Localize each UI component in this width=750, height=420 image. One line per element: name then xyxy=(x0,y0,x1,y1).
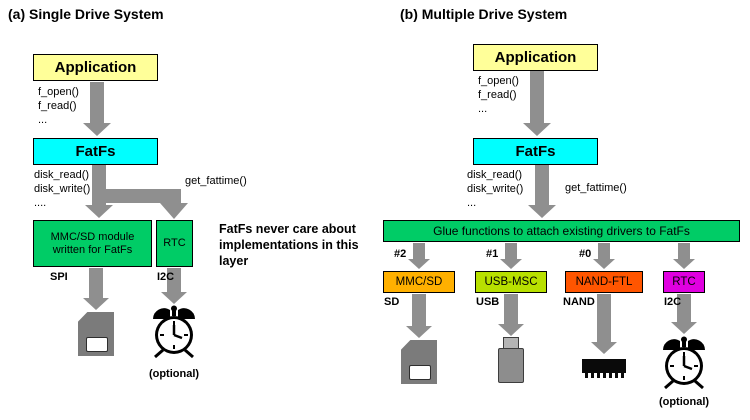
sd-card-label-area xyxy=(86,337,108,352)
application-box-left: Application xyxy=(33,54,158,81)
driver-box-rtc: RTC xyxy=(663,271,705,293)
fatfs-box-left: FatFs xyxy=(33,138,158,165)
arrow-app-to-fatfs-right xyxy=(523,71,551,136)
disk-calls-right: disk_read() disk_write() ... xyxy=(467,168,523,210)
spi-label: SPI xyxy=(50,271,68,283)
arrow-app-to-fatfs-left xyxy=(83,82,111,136)
section-title-multiple-drive: (b) Multiple Drive System xyxy=(400,6,568,22)
arrow-glue-to-nandftl xyxy=(593,243,615,269)
call-f-read: f_read() xyxy=(478,89,517,101)
arrow-nandftl-to-chip xyxy=(591,294,617,354)
bus-label-sd: SD xyxy=(384,296,400,308)
call-disk-write: disk_write() xyxy=(34,183,91,195)
optional-label-right: (optional) xyxy=(658,396,710,408)
arrow-branch-horizontal xyxy=(97,189,181,203)
section-title-single-drive: (a) Single Drive System xyxy=(8,6,164,22)
arrow-fatfs-to-glue xyxy=(528,165,556,218)
app-calls-right: f_open() f_read() ... xyxy=(478,74,519,116)
arrow-mmcsd-to-sdcard xyxy=(406,294,432,338)
usb-body xyxy=(498,348,524,383)
fatfs-box-right: FatFs xyxy=(473,138,598,165)
call-ellipsis: ... xyxy=(38,114,48,126)
usb-stick-icon xyxy=(497,337,525,385)
arrow-branch-head-to-rtc xyxy=(160,203,188,219)
mmc-module-box: MMC/SD module written for FatFs xyxy=(33,220,152,267)
glue-functions-box: Glue functions to attach existing driver… xyxy=(383,220,740,242)
nand-chip-icon xyxy=(582,359,626,378)
arrow-glue-to-rtc xyxy=(673,243,695,269)
arrow-mmc-module-to-sdcard xyxy=(83,268,109,310)
call-ellipsis: ... xyxy=(467,197,477,209)
driver-box-usbmsc: USB-MSC xyxy=(475,271,547,293)
rtc-box-left: RTC xyxy=(156,220,193,267)
sd-card-label-area xyxy=(409,365,431,380)
drive-number-1: #1 xyxy=(486,248,499,260)
drive-number-0: #0 xyxy=(579,248,592,260)
arrow-rtc-to-clock-left xyxy=(161,268,187,304)
alarm-clock-icon xyxy=(153,305,195,359)
call-f-read: f_read() xyxy=(38,100,77,112)
bus-label-i2c: I2C xyxy=(664,296,682,308)
sd-card-icon xyxy=(78,312,114,356)
driver-box-mmcsd: MMC/SD xyxy=(383,271,455,293)
get-fattime-label-left: get_fattime() xyxy=(185,175,247,187)
bus-label-nand: NAND xyxy=(563,296,595,308)
app-calls-left: f_open() f_read() ... xyxy=(38,85,79,127)
call-ellipsis: .... xyxy=(34,197,47,209)
application-box-right: Application xyxy=(473,44,598,71)
disk-calls-left: disk_read() disk_write() .... xyxy=(34,168,90,210)
driver-box-nandftl: NAND-FTL xyxy=(565,271,643,293)
alarm-clock-icon xyxy=(663,336,705,390)
note-text: FatFs never care about implementations i… xyxy=(219,222,359,268)
call-f-open: f_open() xyxy=(478,75,519,87)
bus-label-usb: USB xyxy=(476,296,500,308)
drive-number-2: #2 xyxy=(394,248,407,260)
i2c-label-left: I2C xyxy=(157,271,175,283)
arrow-usbmsc-to-usbstick xyxy=(498,294,524,336)
call-f-open: f_open() xyxy=(38,86,79,98)
arrow-glue-to-usbmsc xyxy=(500,243,522,269)
call-disk-read: disk_read() xyxy=(34,169,90,181)
call-ellipsis: ... xyxy=(478,103,488,115)
optional-label-left: (optional) xyxy=(148,368,200,380)
arrow-glue-to-mmcsd xyxy=(408,243,430,269)
call-disk-write: disk_write() xyxy=(467,183,524,195)
arrow-rtc-to-clock-right xyxy=(671,294,697,334)
sd-card-icon xyxy=(401,340,437,384)
get-fattime-label-right: get_fattime() xyxy=(565,182,627,194)
call-disk-read: disk_read() xyxy=(467,169,523,181)
